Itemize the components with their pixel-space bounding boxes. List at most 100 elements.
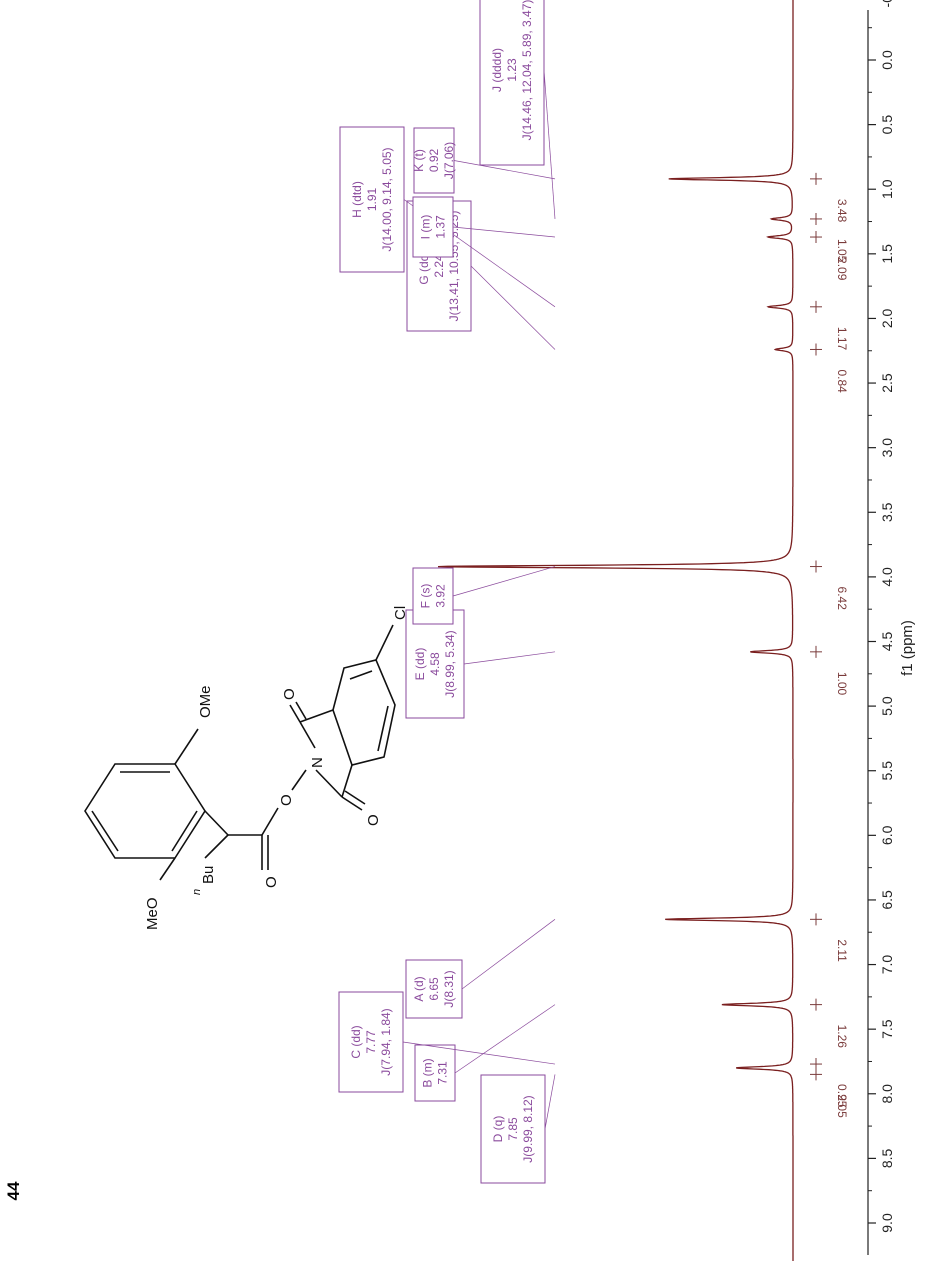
multiplet-text: B (m) <box>421 1058 435 1087</box>
x-tick-label: 0.5 <box>879 115 895 135</box>
x-tick-label: 3.5 <box>879 502 895 522</box>
multiplet-text: 2.24 <box>432 254 446 278</box>
x-tick-label: 5.5 <box>879 761 895 781</box>
multiplet-box-f: F (s)3.92 <box>412 566 556 625</box>
bu-label: Bu <box>200 866 217 884</box>
multiplet-frame <box>338 991 404 1093</box>
o-n-bond <box>291 769 307 791</box>
x-tick-label: 2.0 <box>879 309 895 329</box>
multiplet-frame <box>480 1074 546 1184</box>
x-tick-label: 1.0 <box>879 179 895 199</box>
cl-label: Cl <box>392 606 409 620</box>
integral-value: 1.17 <box>835 327 849 351</box>
imide-o-top-label: O <box>281 688 298 700</box>
integral-value: 1.00 <box>835 672 849 696</box>
integral-value: 2.09 <box>835 257 849 281</box>
multiplet-leader-line <box>454 1004 556 1074</box>
multiplet-text: J (dddd) <box>490 48 504 92</box>
multiplet-text: 1.23 <box>505 58 519 82</box>
x-tick-label: 8.5 <box>879 1148 895 1168</box>
multiplet-leader-line <box>543 69 556 219</box>
multiplet-leader-line <box>452 226 556 238</box>
multiplet-text: J(9.99, 8.12) <box>521 1095 535 1162</box>
x-tick-label: 6.0 <box>879 825 895 845</box>
multiplet-text: A (d) <box>412 976 426 1001</box>
multiplet-frame <box>413 127 455 194</box>
multiplet-frame <box>412 196 454 258</box>
x-tick-label: 4.5 <box>879 632 895 652</box>
integral-value: 1.26 <box>835 1025 849 1049</box>
chemical-structure: OMe MeO O N O O O Cl Bu n <box>84 606 409 930</box>
integral-value: 2.05 <box>835 1094 849 1118</box>
aryl-ch-bond <box>204 810 229 836</box>
spectrum-trace <box>437 0 794 1261</box>
multiplet-frame <box>405 609 465 719</box>
multiplet-text: 3.92 <box>434 584 448 608</box>
multiplet-leader-line <box>453 160 556 180</box>
benzo-double-2 <box>377 705 389 752</box>
ome-bond <box>174 728 199 765</box>
c-cl-bond <box>375 624 394 661</box>
multiplet-text: C (dd) <box>349 1025 363 1058</box>
multiplet-frame <box>339 126 405 273</box>
multiplet-text: 1.37 <box>434 215 448 239</box>
meo-bond <box>159 857 176 881</box>
x-tick-label: 5.0 <box>879 696 895 716</box>
c1-ring-bond <box>299 709 334 723</box>
multiplet-text: 1.91 <box>365 187 379 211</box>
c1-o-double <box>295 701 307 720</box>
multiplet-text: J(7.06) <box>442 142 456 179</box>
integral-value: 0.95 <box>835 1084 849 1108</box>
multiplet-box-i: I (m)1.37 <box>412 196 556 258</box>
multiplet-leader-line <box>452 566 556 597</box>
multiplet-text: J(8.99, 5.34) <box>443 630 457 697</box>
carbonyl-o-label: O <box>263 876 280 888</box>
n-label: N <box>309 757 326 768</box>
x-tick-label: 6.5 <box>879 890 895 910</box>
aryl-double-bond-3 <box>171 810 198 852</box>
multiplet-text: 7.77 <box>364 1030 378 1054</box>
multiplet-text: J(14.46, 12.04, 5.89, 3.47) <box>520 0 534 140</box>
multiplet-text: J(14.00, 9.14, 5.05) <box>380 147 394 251</box>
c1-o-bond <box>289 704 301 723</box>
benzo-double-1 <box>349 670 373 680</box>
n-c2-bond <box>315 769 343 798</box>
bu-prefix-label: n <box>191 889 203 895</box>
chloro-benzo-ring <box>332 659 396 766</box>
multiplet-text: 7.31 <box>436 1061 450 1085</box>
x-tick-label: 1.5 <box>879 244 895 264</box>
multiplet-text: F (s) <box>419 584 433 609</box>
multiplet-text: 6.65 <box>427 977 441 1001</box>
multiplet-frame <box>479 0 545 166</box>
ester-o-label: O <box>278 794 295 806</box>
multiplet-box-b: B (m)7.31 <box>414 1004 556 1102</box>
c2-o-double <box>344 790 366 805</box>
x-tick-label: 4.0 <box>879 567 895 587</box>
multiplet-frame <box>405 959 463 1019</box>
multiplet-text: 0.92 <box>427 148 441 172</box>
x-tick-label: -0.5 <box>879 0 895 7</box>
integrals: 2.050.951.262.111.006.420.841.172.091.05… <box>810 172 849 1118</box>
x-tick-label: 8.0 <box>879 1084 895 1104</box>
multiplet-leader-line <box>402 1041 556 1065</box>
multiplet-text: J(8.31) <box>442 970 456 1007</box>
n-c1-bond <box>299 721 316 749</box>
x-axis-ticks: 9.08.58.07.57.06.56.05.55.04.54.03.53.02… <box>868 0 895 1233</box>
x-tick-label: 3.0 <box>879 438 895 458</box>
aryl-double-bond-2 <box>91 810 119 852</box>
c2-o-bond <box>341 796 363 811</box>
integral-value: 0.84 <box>835 369 849 393</box>
multiplet-leader-line <box>463 651 556 665</box>
multiplet-frame <box>412 567 454 625</box>
multiplet-text: J(7.94, 1.84) <box>379 1008 393 1075</box>
x-tick-label: 2.5 <box>879 373 895 393</box>
